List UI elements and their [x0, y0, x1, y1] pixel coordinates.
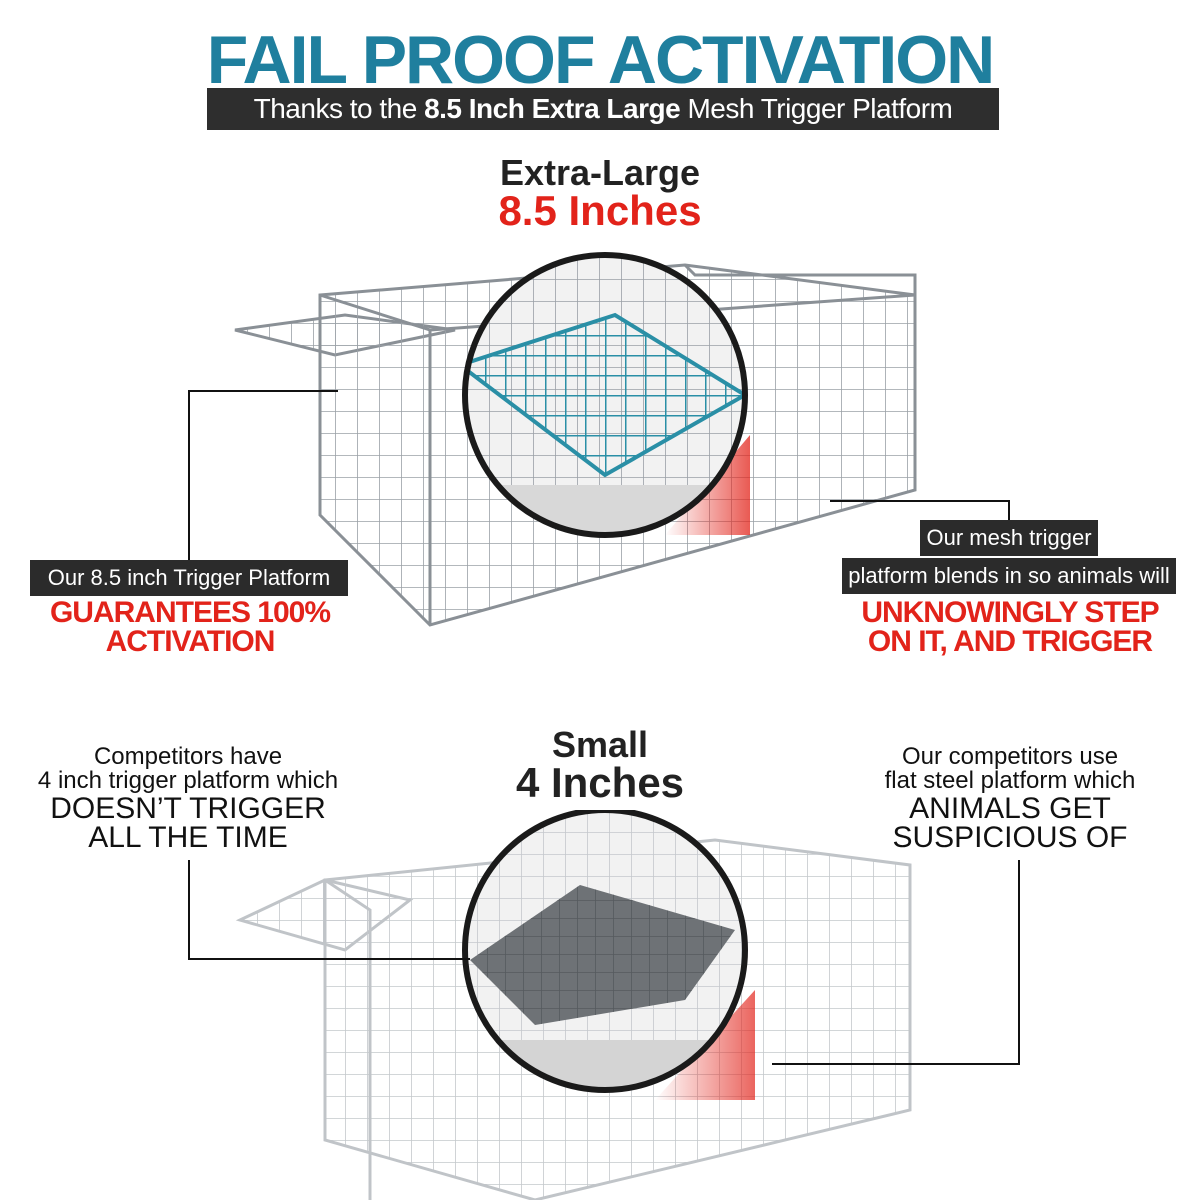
top-left-leader-h: [188, 390, 338, 392]
bottom-right-leader-v: [1018, 860, 1020, 1065]
bottom-size-label: Small: [551, 724, 649, 765]
bottom-left-leader-v: [188, 860, 190, 958]
subtitle-bar: Thanks to the 8.5 Inch Extra Large Mesh …: [207, 88, 999, 130]
top-left-red-1: GUARANTEES 100%: [49, 596, 331, 629]
top-size-label: Extra-Large: [499, 152, 701, 193]
bottom-left-leader-h: [188, 958, 470, 960]
bottom-right-line-2: flat steel platform which: [884, 767, 1136, 794]
bottom-left-line-1: Competitors have: [93, 743, 283, 770]
subtitle-prefix: Thanks to the: [253, 93, 425, 124]
page-title: FAIL PROOF ACTIVATION: [206, 22, 996, 98]
top-right-red-2: ON IT, AND TRIGGER: [867, 625, 1153, 658]
bottom-left-line-2: 4 inch trigger platform which: [37, 767, 339, 794]
bottom-size-value: 4 Inches: [515, 759, 685, 806]
bottom-right-caps-2: SUSPICIOUS OF: [892, 821, 1128, 854]
bottom-left-caps-1: DOESN’T TRIGGER: [50, 792, 326, 825]
top-left-red-2: ACTIVATION: [105, 625, 276, 658]
top-right-red-1: UNKNOWINGLY STEP: [861, 596, 1159, 629]
subtitle-suffix: Mesh Trigger Platform: [680, 93, 953, 124]
top-size-value: 8.5 Inches: [498, 187, 702, 234]
bottom-left-caps-2: ALL THE TIME: [88, 821, 288, 854]
top-left-pill: Our 8.5 inch Trigger Platform: [30, 560, 348, 596]
top-cage-illustration: [234, 252, 917, 627]
bottom-right-line-1: Our competitors use: [901, 743, 1119, 770]
top-left-leader-v: [188, 390, 190, 560]
bottom-cage-illustration: [235, 810, 912, 1200]
top-right-pill-2: platform blends in so animals will: [842, 558, 1176, 594]
subtitle-highlight: 8.5 Inch Extra Large: [424, 93, 681, 124]
bottom-right-leader-h: [772, 1063, 1020, 1065]
top-right-pill-1: Our mesh trigger: [920, 520, 1098, 556]
bottom-right-caps-1: ANIMALS GET: [909, 792, 1111, 825]
top-right-leader-h: [830, 500, 1010, 502]
top-right-leader-v: [1008, 500, 1010, 520]
